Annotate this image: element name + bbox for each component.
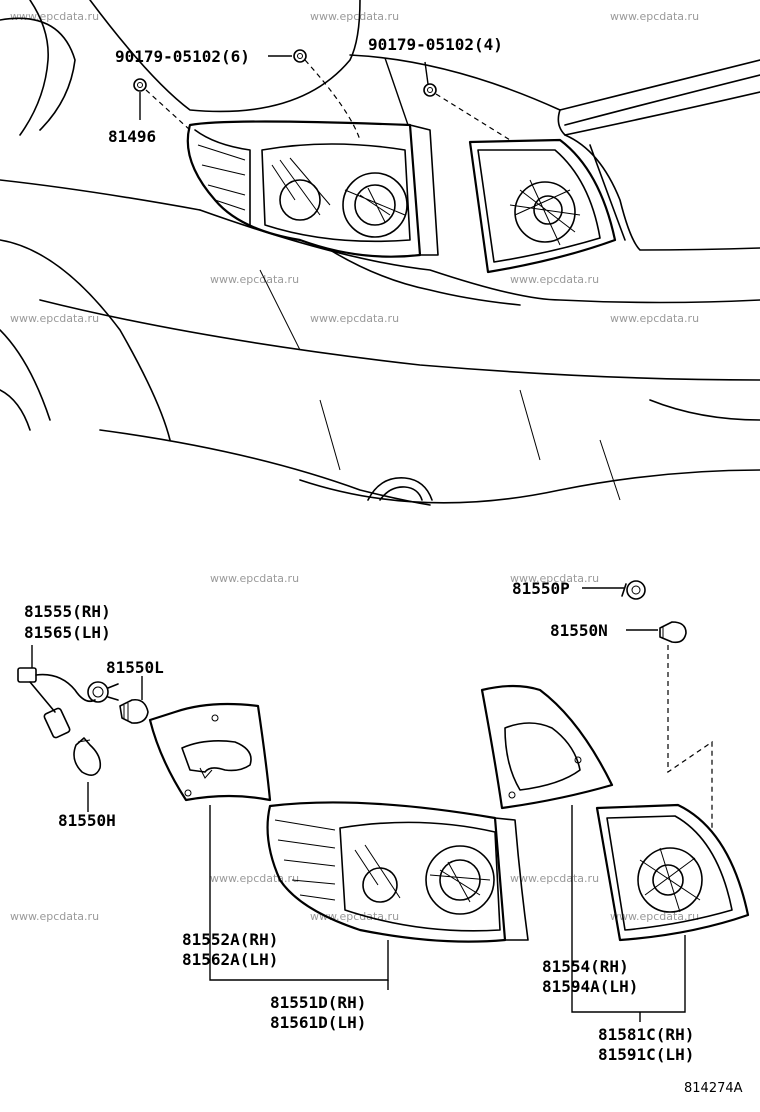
assembled-tail-lamp-outer [186, 120, 439, 258]
label-bulb-p: 81550P [512, 579, 570, 598]
watermarks: www.epcdata.ru www.epcdata.ru www.epcdat… [10, 10, 699, 923]
bulb-81550N [659, 621, 687, 644]
watermark: www.epcdata.ru [310, 312, 399, 325]
watermark: www.epcdata.ru [610, 910, 699, 923]
inner-gasket-81554 [480, 684, 614, 810]
diagram-code: 814274A [684, 1081, 743, 1096]
leader-line [304, 59, 361, 141]
watermark: www.epcdata.ru [510, 572, 599, 585]
label-clip-4: 90179-05102(4) [368, 35, 503, 54]
gasket-81552A [148, 702, 272, 802]
socket-81555 [17, 667, 119, 739]
watermark: www.epcdata.ru [210, 273, 299, 286]
label-bulb-n: 81550N [550, 621, 608, 640]
car-rear-body [0, 0, 760, 506]
watermark: www.epcdata.ru [210, 872, 299, 885]
leader-line [145, 89, 191, 131]
label-gasket-rh: 81552A(RH) [182, 930, 278, 949]
bulb-81550L [119, 698, 149, 724]
part-labels: 90179-05102(6) 90179-05102(4) 81496 8155… [24, 35, 743, 1096]
label-lens-lh: 81561D(LH) [270, 1013, 366, 1032]
watermark: www.epcdata.ru [10, 312, 99, 325]
watermark: www.epcdata.ru [10, 10, 99, 23]
label-bulb-l: 81550L [106, 658, 164, 677]
leader-line [667, 645, 713, 830]
leader-line [209, 805, 389, 981]
label-gasket-lh: 81562A(LH) [182, 950, 278, 969]
clip-90179-4 [423, 83, 437, 97]
outer-lens-81551D [266, 801, 529, 943]
plate-81496 [133, 78, 147, 92]
label-clip-6: 90179-05102(6) [115, 47, 250, 66]
label-plate: 81496 [108, 127, 156, 146]
watermark: www.epcdata.ru [10, 910, 99, 923]
label-socket-lh: 81565(LH) [24, 623, 111, 642]
label-inner-gasket-rh: 81554(RH) [542, 957, 629, 976]
watermark: www.epcdata.ru [610, 312, 699, 325]
label-inner-lamp-lh: 81591C(LH) [598, 1045, 694, 1064]
label-inner-gasket-lh: 81594A(LH) [542, 977, 638, 996]
watermark: www.epcdata.ru [610, 10, 699, 23]
watermark: www.epcdata.ru [310, 10, 399, 23]
watermark: www.epcdata.ru [510, 872, 599, 885]
label-inner-lamp-rh: 81581C(RH) [598, 1025, 694, 1044]
socket-81550P [621, 580, 646, 600]
inner-lamp-81581C [595, 803, 750, 942]
assembled-tail-lamp-inner [468, 138, 617, 274]
clip-90179-6 [293, 49, 307, 63]
label-bulb-h: 81550H [58, 811, 116, 830]
leader-line [384, 57, 409, 126]
leader-line [424, 61, 429, 85]
leader-line [435, 93, 511, 141]
label-lens-rh: 81551D(RH) [270, 993, 366, 1012]
leader-line [571, 805, 686, 1013]
watermark: www.epcdata.ru [510, 273, 599, 286]
watermark: www.epcdata.ru [210, 572, 299, 585]
bulb-81550H [73, 737, 102, 776]
label-socket-rh: 81555(RH) [24, 602, 111, 621]
